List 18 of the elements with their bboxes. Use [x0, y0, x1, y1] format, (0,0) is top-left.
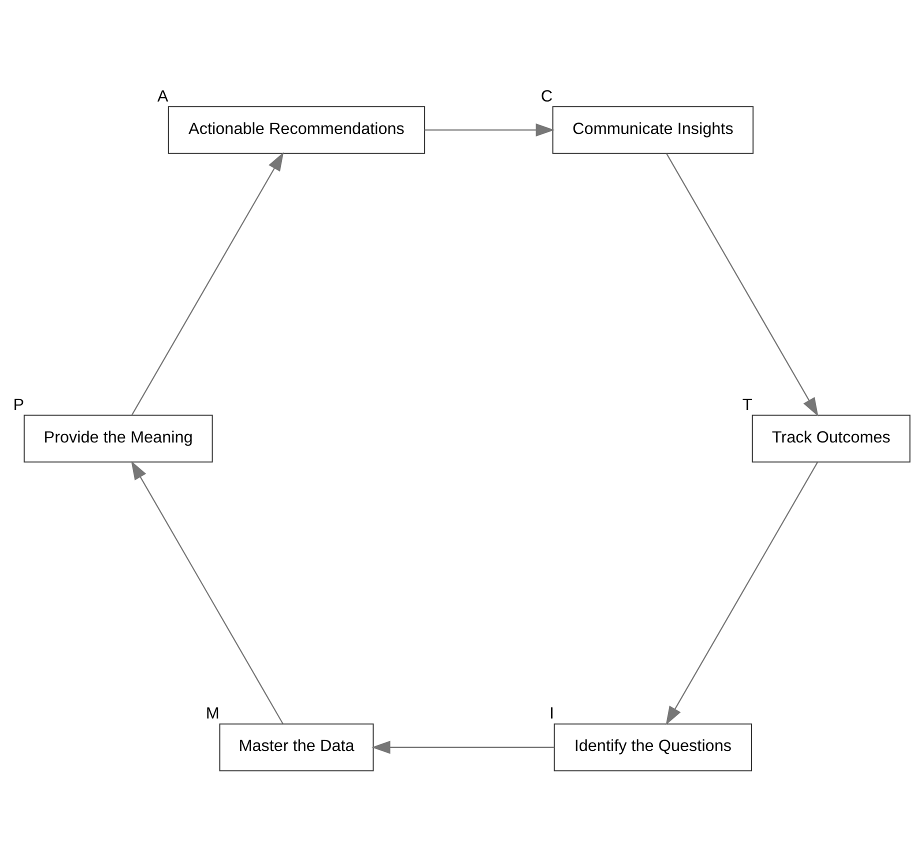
arrow: [130, 460, 283, 724]
node-label: A: [156, 87, 168, 106]
node-label: C: [540, 87, 552, 106]
node-box: Actionable Recommendations: [167, 106, 425, 154]
node-label: M: [205, 704, 219, 723]
node-box: Identify the Questions: [553, 723, 752, 772]
node-label: T: [742, 396, 752, 414]
arrow: [130, 152, 284, 416]
arrow: [665, 462, 818, 726]
arrow: [666, 153, 818, 416]
node-box: Master the Data: [218, 723, 374, 772]
arrow: [424, 123, 554, 137]
node-label: I: [549, 704, 554, 723]
node-box: Track Outcomes: [751, 414, 910, 463]
node-box: Communicate Insights: [552, 106, 754, 154]
node-box: Provide the Meaning: [23, 414, 212, 463]
node-label: P: [12, 396, 24, 414]
arrow: [371, 740, 554, 754]
